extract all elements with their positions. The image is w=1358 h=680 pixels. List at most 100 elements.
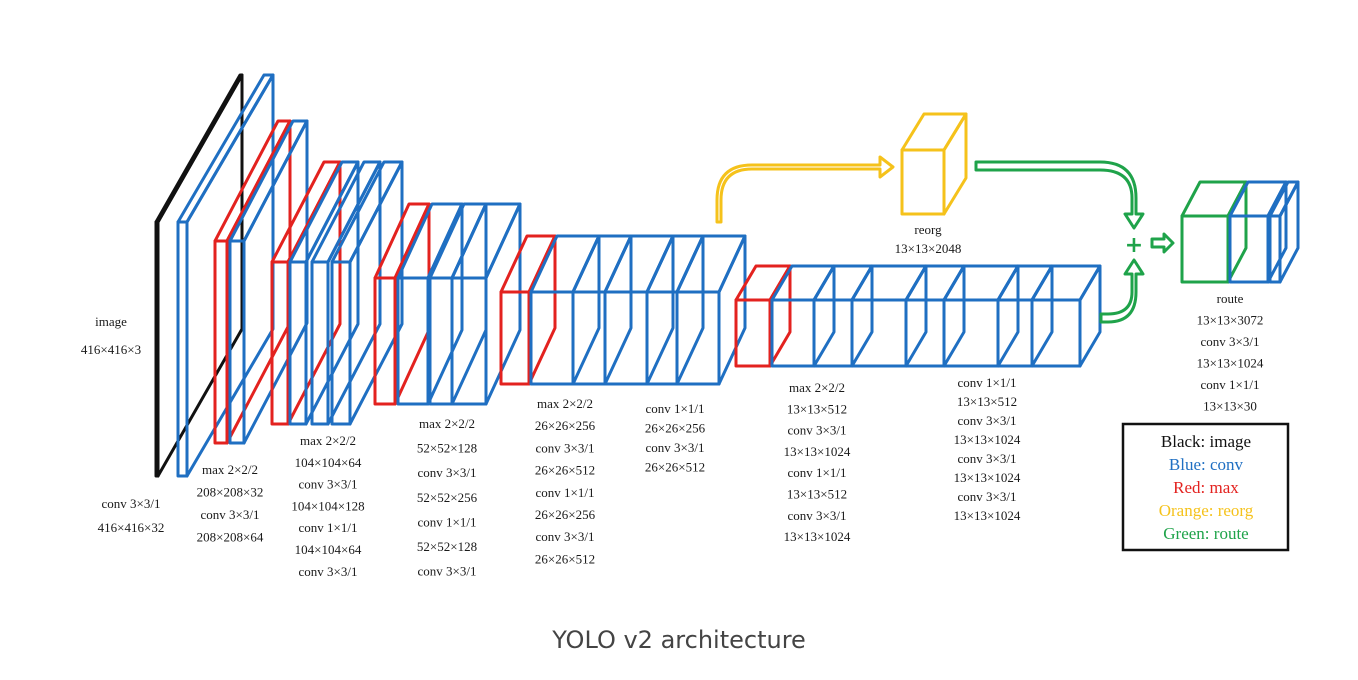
figure-caption: YOLO v2 architecture [552, 626, 806, 654]
layer-label: 416×416×3 [81, 342, 141, 357]
label-group-g1: conv 3×3/1 416×416×32 [98, 496, 165, 535]
conv-5e-layer [675, 234, 747, 386]
layer-label: 208×208×64 [197, 530, 264, 545]
layer-label: 13×13×2048 [895, 241, 962, 256]
layer-label: 26×26×512 [535, 551, 595, 566]
layer-label: conv 1×1/1 [788, 465, 847, 480]
layer-label: max 2×2/2 [537, 396, 593, 411]
layer-label: conv 3×3/1 [958, 451, 1017, 466]
layer-label: 13×13×1024 [1197, 356, 1264, 371]
layer-label: conv 3×3/1 [201, 507, 260, 522]
conv-3a-layer [288, 160, 360, 426]
legend-entry: Blue: conv [1169, 455, 1244, 474]
conv-6e-layer [942, 264, 1020, 368]
layer-label: conv 1×1/1 [646, 401, 705, 416]
layer-label: conv 1×1/1 [958, 375, 1017, 390]
label-group-image: image 416×416×3 [81, 314, 141, 357]
layer-label: conv 3×3/1 [536, 440, 595, 455]
legend-box [1121, 422, 1290, 552]
layer-label: 13×13×30 [1203, 399, 1257, 414]
layer-label: route [1217, 291, 1244, 306]
layer-label: conv 3×3/1 [418, 465, 477, 480]
layer-label: 13×13×1024 [784, 529, 851, 544]
plus-to-route-arrow [1150, 232, 1175, 254]
layer-label: conv 3×3/1 [788, 423, 847, 438]
layer-label: conv 3×3/1 [1201, 334, 1260, 349]
legend-entry: Orange: reorg [1159, 501, 1254, 520]
layer-label: max 2×2/2 [419, 416, 475, 431]
layer-label: 52×52×256 [417, 490, 478, 505]
plus-sign: + [1125, 233, 1143, 258]
image-plane [154, 73, 244, 478]
label-group-g5a: max 2×2/2 26×26×256 conv 3×3/1 26×26×512 con… [535, 396, 596, 566]
conv-6g-layer [1030, 264, 1102, 368]
layer-label: conv 3×3/1 [646, 440, 705, 455]
layer-label: conv 1×1/1 [418, 514, 477, 529]
label-group-g6b: conv 1×1/1 13×13×512 conv 3×3/1 13×13×1024 c… [954, 375, 1021, 523]
layer-label: 13×13×1024 [954, 470, 1021, 485]
layer-label: 104×104×128 [291, 498, 364, 513]
layer-label: max 2×2/2 [300, 433, 356, 448]
legend-entry: Red: max [1173, 478, 1239, 497]
layer-label: 13×13×512 [957, 394, 1017, 409]
layer-label: conv 3×3/1 [958, 413, 1017, 428]
conv-3b-layer [310, 160, 382, 426]
layer-label: 416×416×32 [98, 520, 165, 535]
layer-label: 26×26×256 [535, 418, 596, 433]
layer-label: max 2×2/2 [789, 380, 845, 395]
layer-label: conv 3×3/1 [299, 564, 358, 579]
layer-label: reorg [914, 222, 942, 237]
label-group-reorg: reorg 13×13×2048 [895, 222, 962, 256]
max-5-layer [499, 234, 557, 386]
reorg-branch-arrow [715, 155, 895, 224]
max-3-layer [270, 160, 342, 426]
conv-4b-layer [428, 202, 488, 406]
layer-label: 26×26×256 [535, 507, 596, 522]
layer-label: image [95, 314, 127, 329]
layer-label: conv 1×1/1 [299, 520, 358, 535]
layer-blocks [154, 73, 1300, 478]
reorg-block [900, 112, 968, 216]
conv-4c-layer [450, 202, 522, 406]
layer-label: conv 3×3/1 [788, 508, 847, 523]
route-conv-b-layer [1268, 180, 1300, 284]
layer-label: conv 3×3/1 [418, 564, 477, 579]
max-2-layer [213, 119, 292, 445]
conv-4a-layer [396, 202, 464, 406]
layer-label: 13×13×1024 [954, 432, 1021, 447]
layer-label: 26×26×512 [535, 463, 595, 478]
connection-arrows: + [715, 155, 1175, 324]
main-to-route-arrow [1099, 258, 1145, 324]
conv-6c-layer [850, 264, 928, 368]
layer-label: 13×13×3072 [1197, 313, 1264, 328]
legend-entry: Black: image [1161, 432, 1251, 451]
label-group-route: route 13×13×3072 conv 3×3/1 13×13×1024 conv … [1197, 291, 1264, 414]
layer-label: conv 3×3/1 [536, 529, 595, 544]
layer-labels: image 416×416×3 conv 3×3/1 416×416×32 max 2×… [81, 222, 1264, 579]
label-group-g4: max 2×2/2 52×52×128 conv 3×3/1 52×52×256 con… [417, 416, 478, 579]
label-group-g6a: max 2×2/2 13×13×512 conv 3×3/1 13×13×1024 co… [784, 380, 851, 544]
layer-label: 104×104×64 [295, 542, 362, 557]
layer-label: 104×104×64 [295, 455, 362, 470]
layer-label: 26×26×256 [645, 421, 706, 436]
layer-label: 52×52×128 [417, 441, 477, 456]
layer-label: conv 3×3/1 [102, 496, 161, 511]
layer-label: max 2×2/2 [202, 462, 258, 477]
route-block [1180, 180, 1248, 284]
route-conv-a-layer [1228, 180, 1288, 284]
layer-label: conv 1×1/1 [1201, 377, 1260, 392]
layer-label: conv 3×3/1 [958, 489, 1017, 504]
layer-label: 13×13×512 [787, 487, 847, 502]
layer-label: conv 3×3/1 [299, 477, 358, 492]
layer-label: 13×13×1024 [954, 508, 1021, 523]
reorg-to-route-arrow [974, 160, 1145, 230]
max-6-layer [734, 264, 792, 368]
label-group-g3: max 2×2/2 104×104×64 conv 3×3/1 104×104×128… [291, 433, 364, 579]
layer-label: conv 1×1/1 [536, 485, 595, 500]
layer-label: 52×52×128 [417, 539, 477, 554]
legend-entry: Green: route [1163, 524, 1248, 543]
